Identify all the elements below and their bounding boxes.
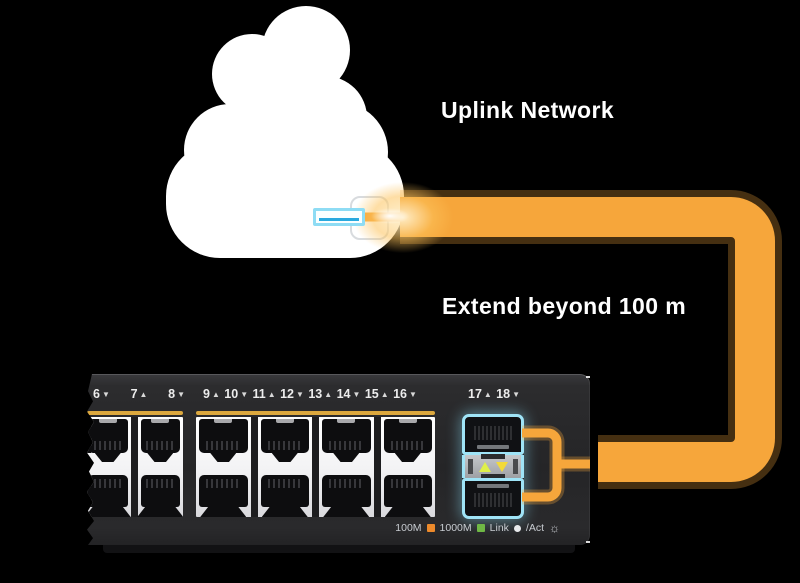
port-label: 18▼	[496, 387, 520, 401]
cage-bracket	[513, 459, 518, 474]
up-triangle-icon: ▲	[211, 390, 220, 399]
sfp-patch-cable	[522, 425, 590, 505]
cloud-sfp-connector	[313, 208, 365, 226]
down-triangle-icon: ▼	[101, 390, 110, 399]
down-triangle-icon: ▼	[240, 390, 249, 399]
port-column	[137, 417, 183, 517]
up-triangle-icon	[478, 461, 491, 472]
port-label: 7▲	[130, 387, 148, 401]
port-label: 8▼	[168, 387, 185, 401]
port-labels-group1: 6▼ 7▲ 8▼	[93, 387, 185, 401]
legend-label-100m: 100M	[395, 522, 422, 534]
rj45-port	[260, 475, 309, 517]
rj45-port	[322, 419, 371, 462]
port-column	[258, 417, 313, 517]
port-labels-sfp: 17▲ 18▼	[468, 387, 520, 401]
legend-label-link: Link	[489, 522, 509, 534]
port-label: 11▲	[252, 387, 276, 401]
port-column	[87, 417, 131, 517]
port-column	[381, 417, 436, 517]
cage-bracket	[468, 459, 473, 474]
port-separator	[130, 417, 138, 517]
port-label: 9▲	[203, 387, 220, 401]
rj45-port	[322, 475, 371, 517]
sfp-cage-middle	[462, 455, 524, 478]
sfp-slot-17	[462, 414, 524, 455]
down-triangle-icon: ▼	[177, 390, 185, 399]
extend-beyond-heading: Extend beyond 100 m	[442, 293, 687, 319]
up-triangle-icon: ▲	[324, 390, 333, 399]
port-plate-1	[87, 417, 183, 517]
up-triangle-icon: ▲	[139, 390, 148, 399]
group1-underline	[87, 411, 183, 415]
port-label: 10▼	[224, 387, 249, 401]
blink-lamp-icon: ☼	[549, 521, 560, 535]
port-label: 6▼	[93, 387, 110, 401]
port-labels-group2: 9▲ 10▼ 11▲ 12▼ 13▲ 14▼ 15▲ 16▼	[203, 387, 417, 401]
corner-mark	[586, 376, 590, 378]
port-label: 16▼	[393, 387, 417, 401]
legend-label-act: /Act	[525, 522, 544, 534]
legend-label-1000m: 1000M	[439, 522, 472, 534]
down-triangle-icon: ▼	[296, 390, 304, 399]
port-separator	[250, 417, 258, 517]
port-label: 17▲	[468, 387, 492, 401]
rj45-port	[88, 419, 128, 462]
cable-glow-core	[366, 206, 414, 226]
down-triangle-icon	[495, 461, 508, 472]
rj45-port	[137, 475, 183, 517]
down-triangle-icon: ▼	[409, 390, 417, 399]
port-separator	[312, 417, 319, 517]
down-triangle-icon: ▼	[352, 390, 361, 399]
white-dot-icon	[513, 524, 521, 532]
network-switch: 6▼ 7▲ 8▼ 9▲ 10▼ 11▲ 12▼ 13▲ 14▼ 15▲ 16▼ …	[85, 374, 590, 554]
group2-underline	[196, 411, 435, 415]
port-label: 14▼	[336, 387, 361, 401]
rj45-port	[140, 419, 180, 462]
port-label: 12▼	[280, 387, 304, 401]
up-triangle-icon: ▲	[483, 390, 492, 399]
port-label: 13▲	[308, 387, 333, 401]
switch-bottom-band	[103, 545, 575, 553]
green-led-icon	[476, 524, 485, 532]
down-triangle-icon: ▼	[512, 390, 520, 399]
rj45-port	[87, 475, 131, 517]
rj45-port	[383, 419, 432, 462]
orange-led-icon	[426, 524, 435, 532]
port-separator	[373, 417, 381, 517]
port-label: 15▲	[364, 387, 389, 401]
switch-front-panel: 6▼ 7▲ 8▼ 9▲ 10▼ 11▲ 12▼ 13▲ 14▼ 15▲ 16▼ …	[87, 374, 590, 545]
corner-mark	[586, 541, 590, 543]
rj45-port	[260, 419, 309, 462]
rj45-port	[199, 475, 248, 517]
port-column	[319, 417, 374, 517]
port-plate-2	[196, 417, 435, 517]
up-triangle-icon: ▲	[267, 390, 276, 399]
port-column	[196, 417, 251, 517]
uplink-network-heading: Uplink Network	[441, 97, 615, 123]
up-triangle-icon: ▲	[380, 390, 389, 399]
led-legend: 100M 1000M Link /Act ☼	[395, 522, 560, 534]
rj45-port	[383, 475, 432, 517]
rj45-port	[199, 419, 248, 462]
